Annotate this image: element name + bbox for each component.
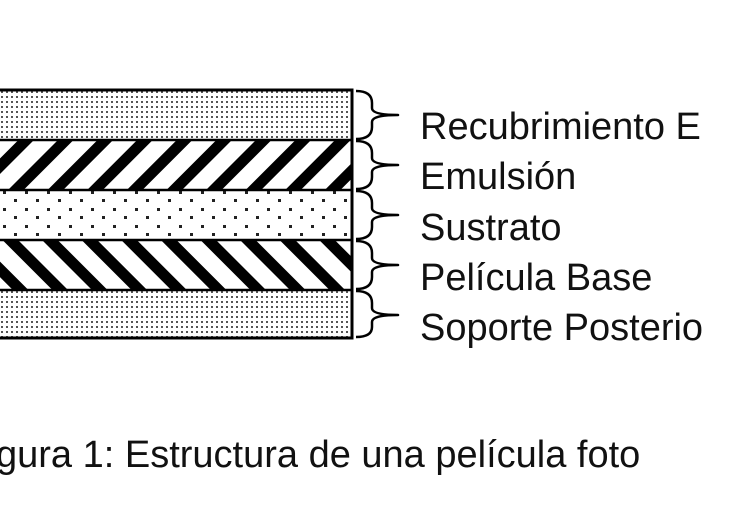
layer-label-recubrimiento: Recubrimiento E bbox=[420, 106, 701, 148]
layer-braces bbox=[355, 89, 400, 339]
layer-pelicula-base bbox=[0, 240, 352, 290]
layer-emulsion bbox=[0, 140, 352, 190]
layer-stack bbox=[0, 88, 354, 340]
layer-labels: Recubrimiento E Emulsión Sustrato Pelícu… bbox=[420, 106, 703, 349]
layer-soporte bbox=[0, 290, 352, 338]
stack-outline bbox=[0, 88, 354, 340]
brace-icon bbox=[355, 139, 400, 191]
layer-sustrato bbox=[0, 190, 352, 240]
brace-icon bbox=[355, 239, 400, 291]
layer-label-pelicula-base: Película Base bbox=[420, 257, 652, 299]
layer-label-emulsion: Emulsión bbox=[420, 156, 576, 198]
layer-label-sustrato: Sustrato bbox=[420, 207, 562, 249]
layer-recubrimiento bbox=[0, 90, 352, 140]
brace-icon bbox=[355, 89, 400, 141]
figure-caption: gura 1: Estructura de una película foto bbox=[0, 434, 640, 476]
brace-icon bbox=[355, 189, 400, 241]
brace-icon bbox=[355, 289, 400, 339]
layer-label-soporte: Soporte Posterio bbox=[420, 307, 703, 349]
